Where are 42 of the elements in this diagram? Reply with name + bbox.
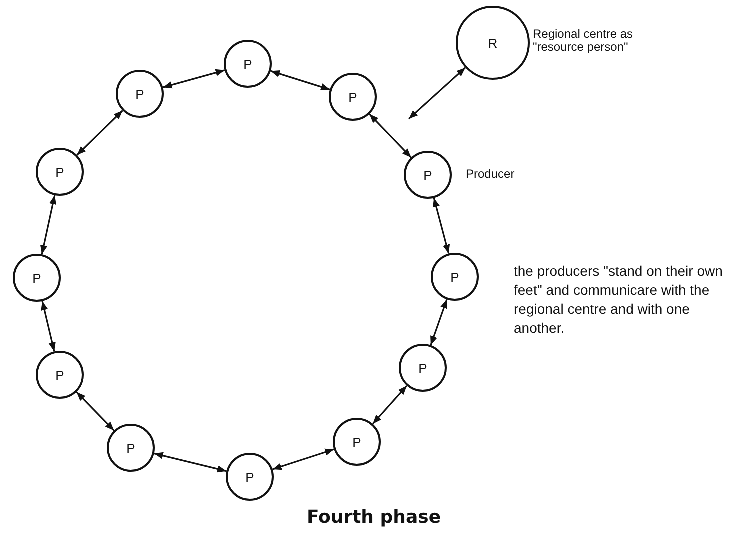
double-arrow (372, 385, 408, 425)
circle-node (431, 253, 479, 301)
node-label: P (246, 470, 254, 484)
circle-node (224, 40, 272, 88)
circle-node (404, 151, 452, 199)
circle-node (226, 453, 274, 501)
double-arrow (272, 448, 334, 470)
double-arrow (76, 110, 124, 156)
circle-node (36, 351, 84, 399)
double-arrow (40, 195, 57, 255)
node-label: P (424, 168, 432, 182)
node-label: P (136, 86, 144, 102)
circle-node (329, 73, 377, 121)
circle-node (13, 254, 61, 302)
node-label: P (352, 434, 362, 450)
circle-node (116, 70, 164, 118)
double-arrow (430, 299, 448, 346)
node-label: R (488, 36, 498, 50)
double-arrow (369, 114, 412, 158)
double-arrow (162, 69, 226, 89)
double-arrow (41, 301, 56, 352)
node-caption: Producer (466, 168, 516, 181)
double-arrow (432, 198, 450, 254)
node-label: P (244, 56, 252, 72)
double-arrow (76, 392, 115, 432)
description-text: the producers "stand on their own feet" and communicare with the regional centre and with one another. (514, 262, 724, 338)
circle-node (107, 424, 155, 472)
diagram-title: Fourth phase (306, 507, 442, 528)
double-arrow (270, 70, 330, 91)
node-caption: Regional centre as "resource person" (533, 28, 634, 54)
node-label: P (418, 360, 428, 376)
node-label: P (56, 368, 64, 382)
circle-node (399, 344, 447, 392)
circle-node (333, 418, 381, 466)
double-arrow (408, 67, 466, 120)
node-label: P (348, 90, 358, 104)
circle-node (36, 148, 84, 196)
node-label: P (32, 270, 42, 286)
node-label: P (56, 164, 64, 180)
node-label: P (450, 270, 460, 284)
double-arrow (154, 452, 227, 473)
node-label: P (126, 440, 136, 456)
